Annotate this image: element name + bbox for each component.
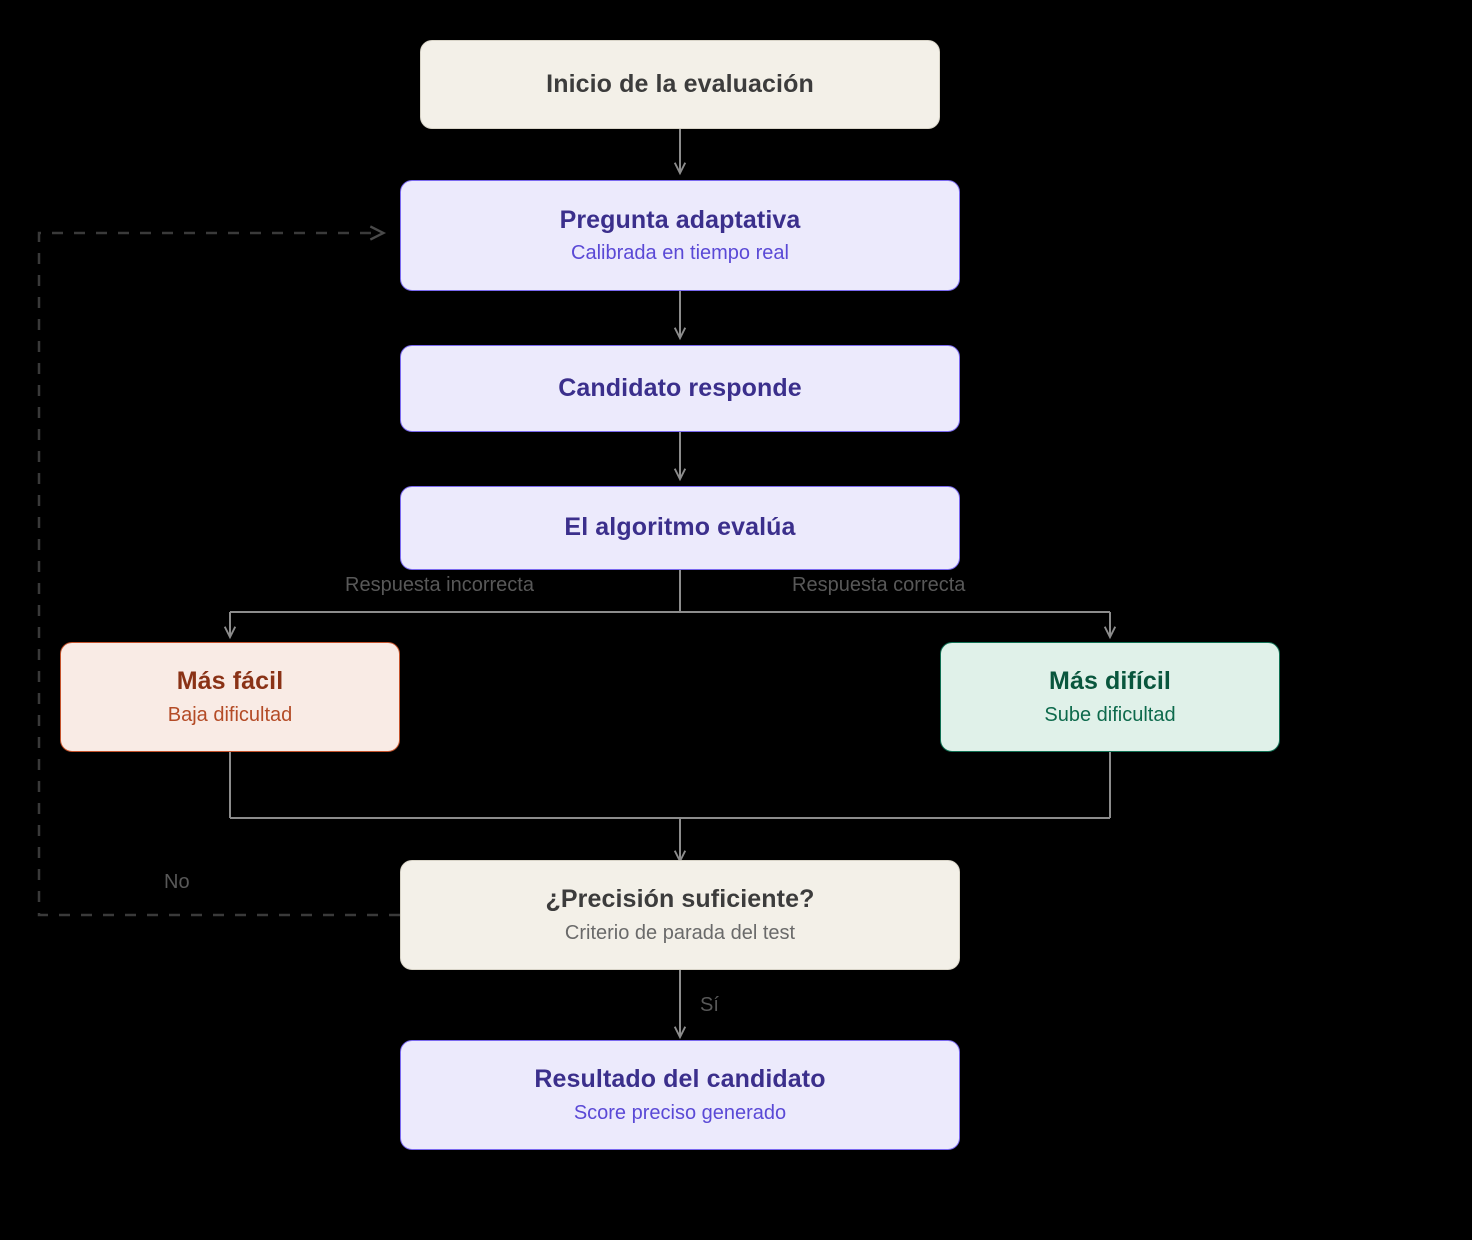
node-subtitle: Sube dificultad xyxy=(1044,703,1176,726)
node-inicio-de-la-evaluacion[interactable]: Inicio de la evaluación xyxy=(420,40,940,129)
node-title: Más difícil xyxy=(1049,667,1171,696)
node-pregunta-adaptativa[interactable]: Pregunta adaptativa Calibrada en tiempo … xyxy=(400,180,960,291)
node-subtitle: Calibrada en tiempo real xyxy=(571,242,789,265)
node-el-algoritmo-evalua[interactable]: El algoritmo evalúa xyxy=(400,486,960,570)
node-subtitle: Criterio de parada del test xyxy=(564,921,796,944)
node-mas-facil[interactable]: Más fácil Baja dificultad xyxy=(60,642,400,752)
edge-label-si: Sí xyxy=(700,994,719,1016)
node-title: Resultado del candidato xyxy=(534,1065,826,1094)
node-title: Pregunta adaptativa xyxy=(559,205,801,234)
node-title: ¿Precisión suficiente? xyxy=(545,885,815,914)
node-subtitle: Baja dificultad xyxy=(167,703,293,726)
node-title: Más fácil xyxy=(176,667,284,696)
node-title: Candidato responde xyxy=(558,373,802,402)
edge-label-respuesta-incorrecta: Respuesta incorrecta xyxy=(345,574,534,596)
node-precision-suficiente[interactable]: ¿Precisión suficiente? Criterio de parad… xyxy=(400,860,960,970)
node-mas-dificil[interactable]: Más difícil Sube dificultad xyxy=(940,642,1280,752)
node-title: El algoritmo evalúa xyxy=(564,513,796,542)
node-resultado-del-candidato[interactable]: Resultado del candidato Score preciso ge… xyxy=(400,1040,960,1150)
node-candidato-responde[interactable]: Candidato responde xyxy=(400,345,960,432)
node-subtitle: Score preciso generado xyxy=(573,1101,787,1124)
edge-label-respuesta-correcta: Respuesta correcta xyxy=(792,574,966,596)
node-title: Inicio de la evaluación xyxy=(546,69,814,98)
edge-label-no: No xyxy=(164,871,190,893)
